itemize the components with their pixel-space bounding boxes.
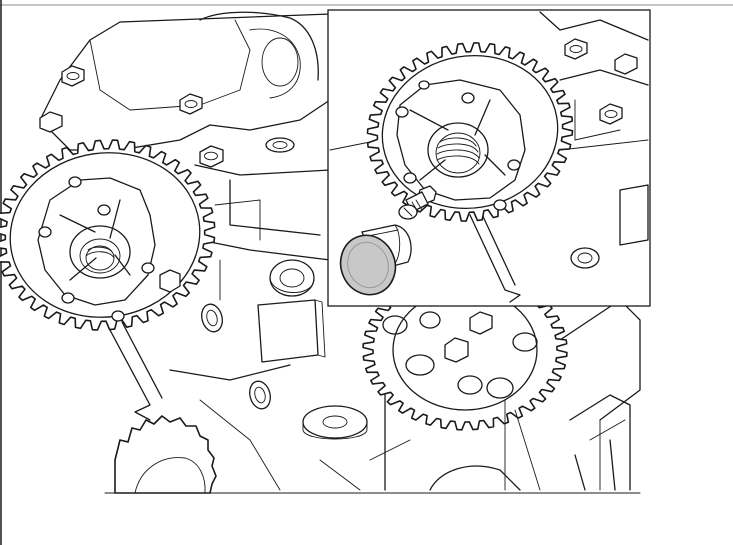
washer-lower [302,405,368,440]
timing-belt-left [109,321,163,421]
retaining-screw [398,185,437,220]
bolt-top-4 [39,111,63,133]
lower-right-sprocket [362,269,568,491]
oval-port-mid [249,380,271,410]
inset-hole [570,247,600,269]
rectangular-pad [257,299,319,363]
bolt-top-2 [179,93,203,115]
inset-bolt-3 [614,53,638,75]
sealing-plug [339,224,412,296]
engine-block [39,11,641,494]
inset-bolt-2 [599,103,623,125]
left-camshaft-sprocket [0,139,216,331]
bolt-top-1 [61,65,85,87]
bolt-top-3 [199,145,224,168]
round-boss [269,259,315,297]
inset-bolt-1 [564,38,588,60]
lower-sprocket [114,415,217,494]
detail-inset [327,9,651,307]
washer-top [265,137,295,153]
oval-port-left [201,303,223,333]
